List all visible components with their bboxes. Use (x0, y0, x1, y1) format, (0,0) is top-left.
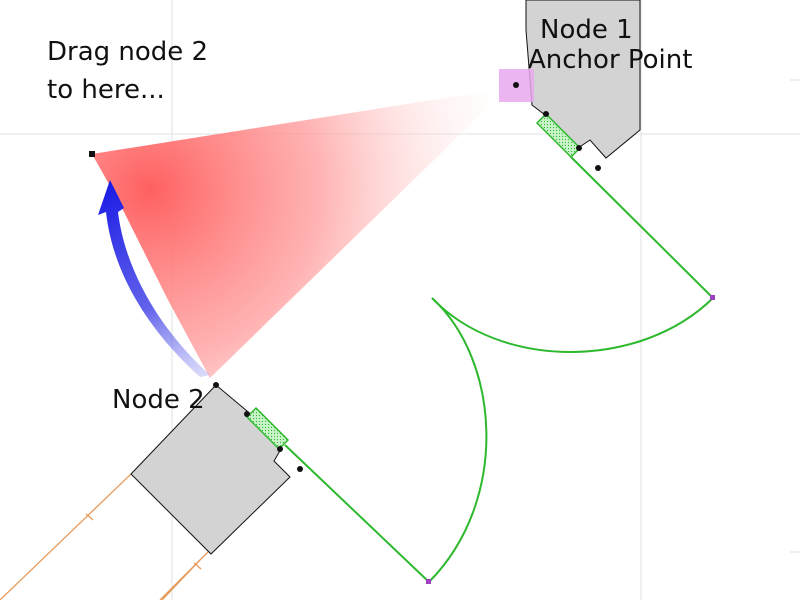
wall-line (0, 473, 132, 601)
node-1-label: Node 1 (540, 15, 633, 45)
node-2-handle-dot[interactable] (277, 446, 283, 452)
instruction-text-line-1: Drag node 2 (47, 37, 209, 67)
node-2-handle-dot[interactable] (244, 411, 250, 417)
wall-line (161, 559, 201, 601)
wall-lines (0, 473, 211, 601)
node-2-door-arc (428, 297, 488, 583)
drag-sweep-area (92, 88, 508, 378)
door-swing (284, 156, 714, 583)
drag-target-marker[interactable] (89, 151, 95, 157)
door-end-marker[interactable] (710, 295, 715, 300)
node-1-door-leaf (570, 156, 714, 299)
node-1-handle-dot[interactable] (543, 111, 549, 117)
node-2-door-leaf (284, 444, 430, 583)
node-1-anchor-label: Anchor Point (528, 45, 693, 75)
node-2-handle-dot[interactable] (297, 466, 303, 472)
node-1-body[interactable] (525, 0, 641, 159)
node-1-handle-dot[interactable] (595, 165, 601, 171)
node-1-anchor-point[interactable] (513, 82, 519, 88)
node-2-handle-dot[interactable] (213, 382, 219, 388)
wall-tick (85, 513, 94, 521)
node-1-handle-dot[interactable] (576, 145, 582, 151)
instruction-text-line-2: to here... (47, 75, 165, 105)
node-1-door-arc (431, 297, 714, 353)
door-end-marker[interactable] (426, 579, 431, 584)
drag-arrow-icon[interactable] (98, 180, 210, 377)
node-2-label: Node 2 (112, 385, 205, 415)
wall-tick (193, 562, 202, 570)
